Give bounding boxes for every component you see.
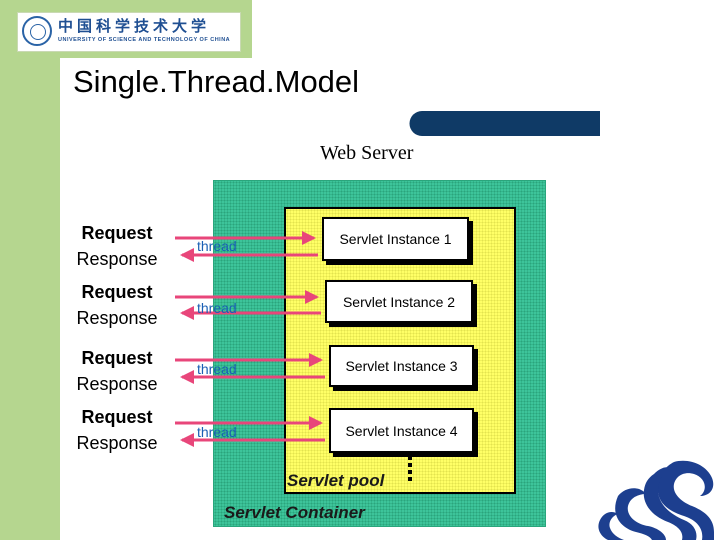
response-label: Response [76, 308, 158, 328]
web-server-label: Web Server [320, 142, 414, 164]
request-response-1: Request Response [62, 220, 172, 272]
thread-label-2: thread [197, 300, 237, 316]
servlet-instance-1: Servlet Instance 1 [322, 217, 469, 261]
response-label: Response [76, 433, 158, 453]
thread-label-3: thread [197, 361, 237, 377]
servlet-instance-3: Servlet Instance 3 [329, 345, 474, 387]
response-label: Response [76, 374, 158, 394]
request-response-4: Request Response [62, 404, 172, 456]
logo-english-text: UNIVERSITY OF SCIENCE AND TECHNOLOGY OF … [58, 37, 231, 43]
request-label: Request [81, 223, 153, 243]
servlet-pool-label: Servlet pool [287, 471, 385, 490]
header-logo-area: 中国科学技术大学 UNIVERSITY OF SCIENCE AND TECHN… [0, 0, 252, 58]
thread-label-1: thread [197, 238, 237, 254]
request-response-2: Request Response [62, 279, 172, 331]
response-label: Response [76, 249, 158, 269]
request-response-3: Request Response [62, 345, 172, 397]
logo-chinese-text: 中国科学技术大学 [58, 17, 211, 35]
dragon-emblem-icon [598, 460, 714, 540]
university-logo: 中国科学技术大学 UNIVERSITY OF SCIENCE AND TECHN… [17, 12, 241, 52]
request-label: Request [81, 407, 153, 427]
servlet-instance-2: Servlet Instance 2 [325, 280, 473, 323]
request-label: Request [81, 282, 153, 302]
university-seal-icon [22, 16, 52, 46]
request-label: Request [81, 348, 153, 368]
slide-sidebar [0, 0, 60, 540]
thread-label-4: thread [197, 424, 237, 440]
more-instances-ellipsis [408, 456, 414, 484]
servlet-instance-4: Servlet Instance 4 [329, 408, 474, 453]
servlet-container-label: Servlet Container [224, 503, 365, 522]
slide-title: Single.Thread.Model [73, 64, 360, 99]
